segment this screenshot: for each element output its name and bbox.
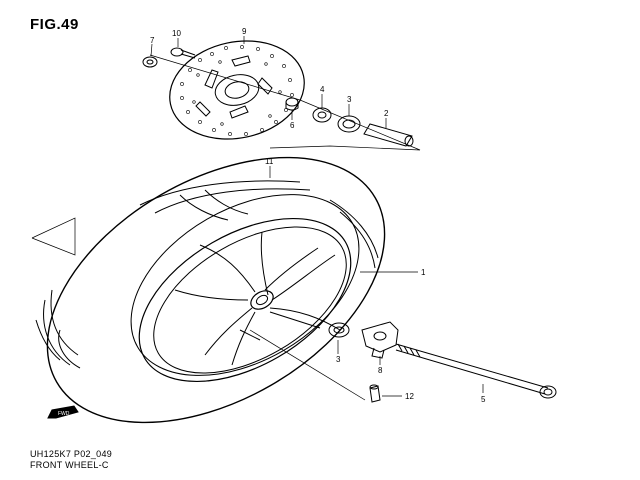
- callout-12: 12: [405, 392, 414, 401]
- tire-valve: [369, 384, 381, 403]
- callout-5: 5: [481, 395, 486, 404]
- callout-8: 8: [378, 366, 383, 375]
- disc-bolt: [170, 47, 196, 59]
- collar: [285, 97, 299, 111]
- reference-lines: [31, 54, 421, 401]
- callout-11: 11: [265, 157, 274, 166]
- leader-lines: [150, 36, 484, 397]
- figure-title: FIG.49: [30, 16, 79, 33]
- callout-9: 9: [242, 27, 247, 36]
- callout-2: 2: [384, 109, 389, 118]
- fwd-arrow-icon: FWD: [47, 405, 79, 419]
- callout-4: 4: [320, 85, 325, 94]
- axle: [395, 343, 557, 399]
- callout-labels: 1 2 3 3 4 5 6 7 8 9 10 11 12: [150, 27, 486, 404]
- wheel-rim: [138, 217, 352, 383]
- callout-3-upper: 3: [347, 95, 352, 104]
- spacer: [363, 123, 414, 147]
- oil-seal: [312, 107, 332, 123]
- brake-disc: [169, 40, 305, 140]
- callout-1: 1: [421, 268, 426, 277]
- caption-title: FRONT WHEEL-C: [30, 460, 109, 470]
- nut: [142, 56, 158, 68]
- callout-6: 6: [290, 121, 295, 130]
- caption-model-code: UH125K7 P02_049: [30, 449, 113, 459]
- callout-3-lower: 3: [336, 355, 341, 364]
- tire: [35, 156, 386, 424]
- speedometer-gearbox: [361, 321, 399, 359]
- fwd-label: FWD: [58, 411, 70, 417]
- callout-7: 7: [150, 36, 155, 45]
- disc-holes: [180, 45, 294, 136]
- callout-10: 10: [172, 29, 181, 38]
- bearing-lower: [328, 322, 350, 338]
